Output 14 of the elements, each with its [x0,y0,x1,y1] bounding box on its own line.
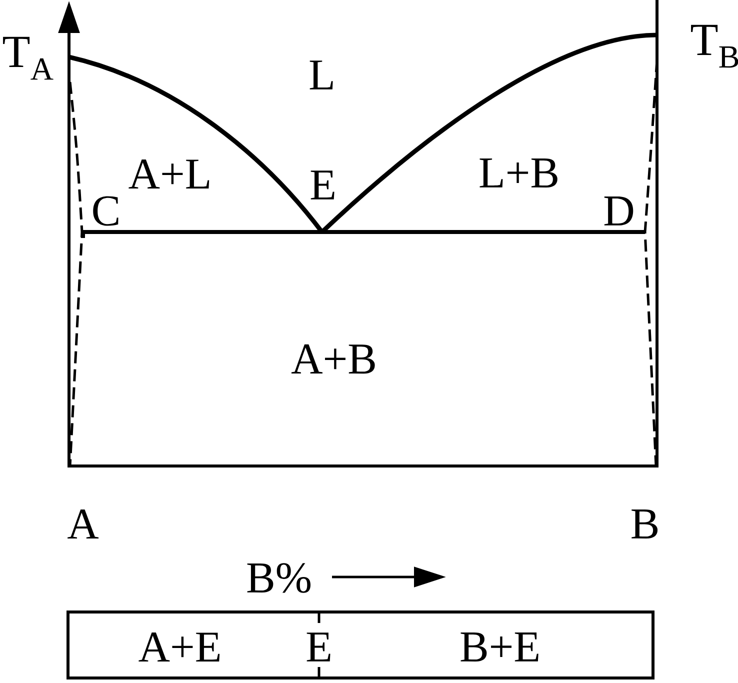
component-label: A [68,509,99,539]
phase-label: A+L [128,159,210,189]
temperature-label: T$_{B}$ [691,24,738,68]
phase-label: L+B [480,158,558,188]
temperature-label: T$_{A}$ [3,36,54,80]
phase-label: A+B [291,344,375,374]
band-label: A+E [138,632,220,662]
point-label: D [604,196,634,226]
point-label: E [310,170,334,200]
phase-label: L [310,60,333,90]
band-label: E [306,632,330,662]
point-label: C [93,196,118,226]
component-label: B [632,510,658,538]
band-label: B+E [460,632,538,662]
